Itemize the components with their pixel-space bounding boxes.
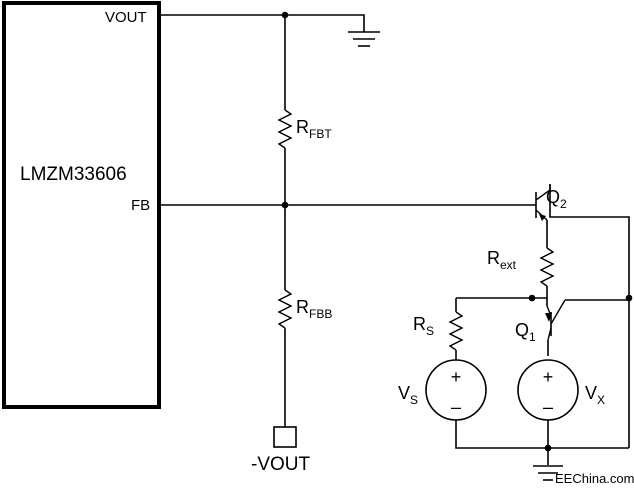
rfbt-label: RFBT	[296, 117, 332, 141]
rfbb-resistor	[277, 289, 293, 329]
ic-pin-fb: FB	[131, 197, 150, 214]
vout-wire	[159, 14, 365, 32]
terminal-label: -VOUT	[251, 454, 311, 475]
ic-pin-vout: VOUT	[105, 9, 147, 26]
vx-plus: +	[543, 367, 554, 387]
q1-label: Q1	[515, 320, 536, 344]
q1-transistor	[545, 299, 566, 341]
vx-label: VX	[585, 383, 605, 407]
vs-label: VS	[398, 383, 418, 407]
vx-minus: –	[543, 397, 553, 417]
rfbt-resistor	[277, 109, 293, 149]
q1-emitter-wire	[456, 297, 548, 306]
ground-icon	[533, 465, 563, 481]
rs-label: RS	[413, 314, 434, 338]
terminal-pad-icon	[273, 426, 297, 448]
vs-minus: –	[451, 397, 461, 417]
q2-collector-wire	[549, 184, 630, 448]
rext-resistor	[539, 247, 555, 287]
rext-label: Rext	[487, 248, 517, 272]
fb-node	[281, 201, 289, 209]
q1-base-node	[625, 294, 633, 302]
vs-bottom-wire	[455, 420, 629, 449]
rs-resistor	[448, 311, 464, 351]
ground-node	[544, 444, 552, 452]
ic-block	[2, 1, 161, 409]
rfbb-label: RFBB	[296, 297, 332, 321]
ground-icon	[348, 31, 380, 47]
q2-label: Q2	[546, 187, 567, 211]
watermark: EEChina.com	[555, 471, 634, 486]
ic-name: LMZM33606	[20, 164, 127, 185]
vs-plus: +	[451, 367, 462, 387]
